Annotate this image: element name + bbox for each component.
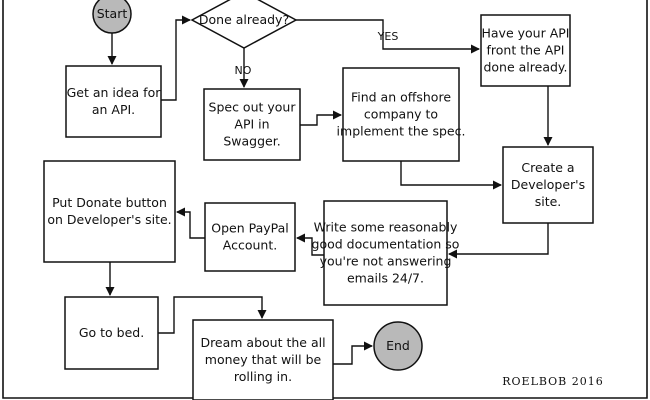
node-docs: Write some reasonably good documentation … [312,200,460,306]
edge-offshore-devsite [400,161,502,190]
node-done: Done already? [190,0,298,49]
node-devsite-label: Developer's [511,177,585,192]
edge-bed-dream [158,296,267,334]
node-dream-shape [192,319,334,400]
node-spec-label: Swagger. [223,134,280,149]
node-offshore-label: company to [364,107,438,122]
node-dream-label: rolling in. [234,369,292,384]
node-docs-label: emails 24/7. [347,271,424,286]
signature: ROELBOB 2016 [502,375,604,388]
node-offshore-label: implement the spec. [337,124,466,139]
node-idea-label: an API. [92,102,135,117]
node-front-shape [480,14,571,87]
node-spec-label: Spec out your [209,100,297,115]
node-offshore: Find an offshore company to implement the … [337,67,466,162]
node-front-label: Have your API [482,26,570,41]
node-devsite: Create a Developer's site. [502,146,594,224]
node-dream: Dream about the all money that will be rol… [192,319,334,400]
edge-spec-offshore [300,110,342,126]
node-spec-shape [203,88,301,161]
node-end-shape [373,321,423,371]
node-devsite-label: site. [535,194,562,209]
node-docs-shape [323,200,448,306]
edge-paypal-donate [176,207,205,239]
node-dream-label: money that will be [205,352,322,367]
node-donate-label: on Developer's site. [47,212,171,227]
node-done-shape [190,0,298,49]
edge-idea-done [161,15,191,101]
node-idea: Get an idea for an API. [65,65,162,138]
node-devsite-label: Create a [521,160,574,175]
edge-label-yes: YES [377,30,399,43]
node-front-label: front the API [487,43,565,58]
node-start-shape [92,0,132,34]
node-offshore-shape [342,67,460,162]
node-done-label: Done already? [199,12,289,27]
node-devsite-shape [502,146,594,224]
node-bed: Go to bed. [64,296,159,370]
node-paypal-label: Open PayPal [211,221,289,236]
node-front: Have your API front the API done already. [480,14,571,87]
edge-dream-end [333,341,373,365]
edge-docs-paypal [296,233,324,256]
node-paypal-label: Account. [223,238,277,253]
node-dream-label: Dream about the all [200,335,325,350]
node-donate: Put Donate button on Developer's site. [43,160,176,263]
node-offshore-label: Find an offshore [351,90,451,105]
node-donate-shape [43,160,176,263]
node-end: End [373,321,423,371]
node-idea-shape [65,65,162,138]
edge-done-front [296,19,480,54]
node-docs-label: good documentation so [312,237,460,252]
node-docs-label: Write some reasonably [314,220,458,235]
node-idea-label: Get an idea for [67,85,162,100]
edge-label-no: NO [235,64,252,77]
node-docs-label: you're not answering [320,254,452,269]
node-paypal-shape [204,202,296,272]
node-end-label: End [386,338,410,353]
edge-devsite-docs [448,223,549,259]
node-donate-label: Put Donate button [52,195,167,210]
node-spec-label: API in [234,117,269,132]
node-start: Start [92,0,132,34]
edges-layer: YES NO [105,15,553,365]
node-start-label: Start [97,6,128,21]
node-bed-label: Go to bed. [79,325,144,340]
node-bed-shape [64,296,159,370]
node-front-label: done already. [483,60,567,75]
